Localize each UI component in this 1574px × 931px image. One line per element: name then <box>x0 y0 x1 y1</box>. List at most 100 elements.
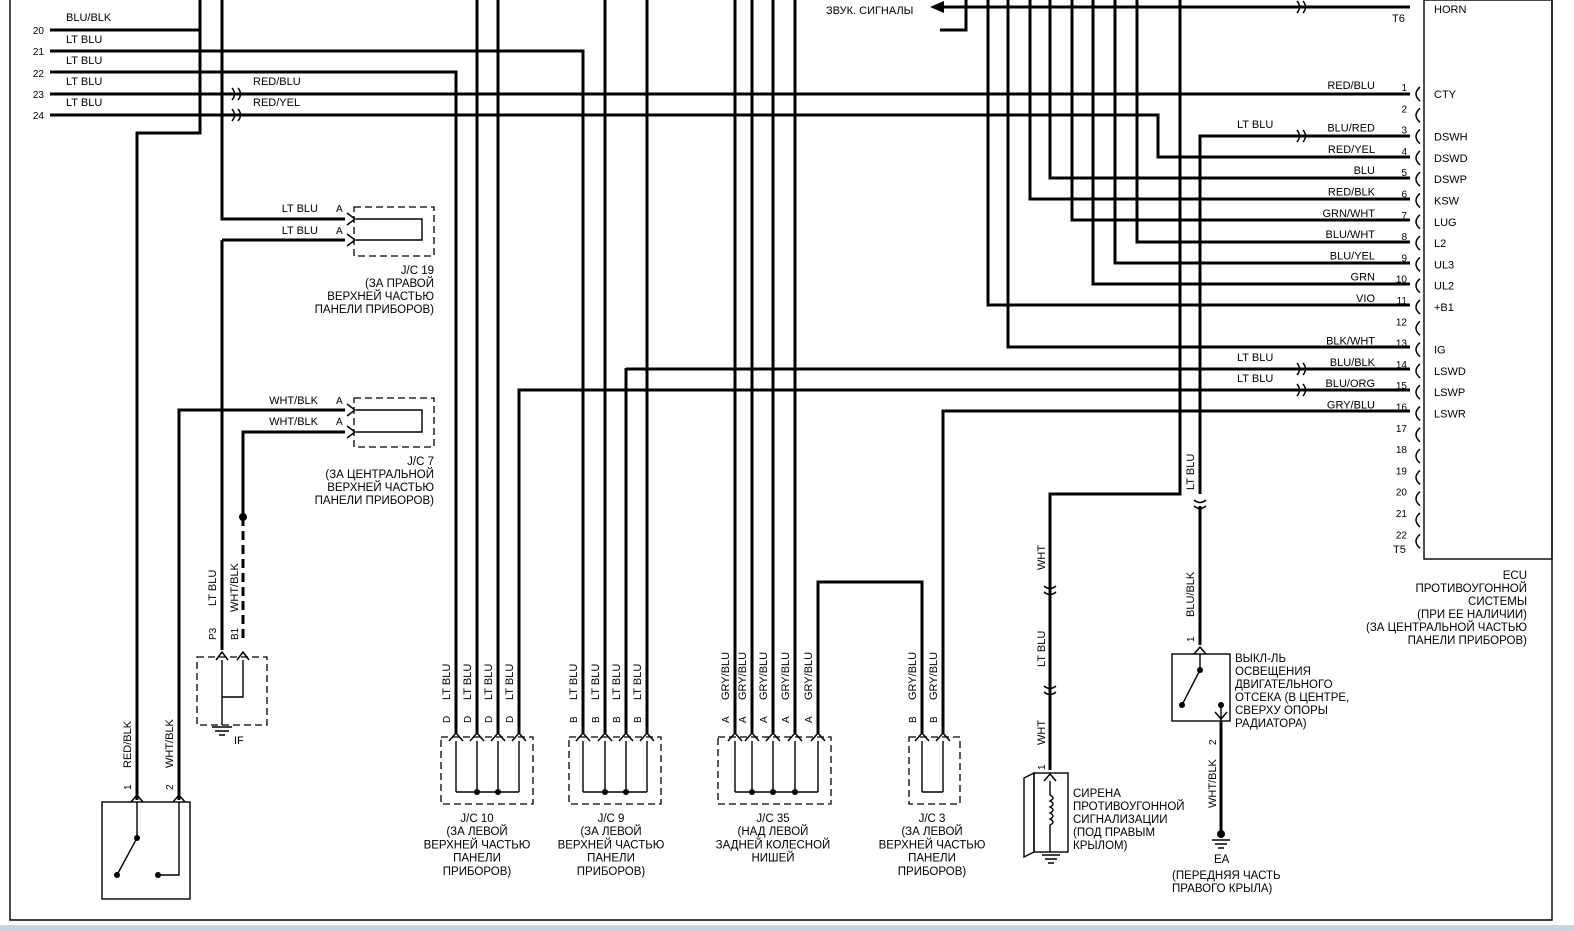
jc19-wire-2: LT BLU <box>282 225 318 237</box>
ecu-pin-connector-3 <box>1415 129 1421 145</box>
jc9-pin-2: B <box>591 716 602 723</box>
jc7-box <box>353 397 435 448</box>
jc10-caption-2: (ЗА ЛЕВОЙ <box>446 825 507 838</box>
ecu-pin-connector-2 <box>1415 107 1421 123</box>
jc19-pin-2: A <box>336 226 343 237</box>
jc19-box <box>353 206 435 257</box>
jc9-pin-3: B <box>612 716 623 723</box>
ecu-pin-16: 16 <box>1396 403 1408 414</box>
if-pin-2: B1 <box>230 627 241 640</box>
jc19: LT BLU LT BLU A A J/C 19 (ЗА ПРАВОЙ ВЕРХ… <box>220 203 435 590</box>
siren: WHT LT BLU WHT 1 СИРЕНА ПРОТИВОУГОННОЙ С… <box>1023 545 1185 864</box>
jc7-wire-lower <box>241 430 345 517</box>
bottom-bar <box>0 925 1574 931</box>
jc10-caption-1: J/C 10 <box>460 813 493 825</box>
siren-connector-icon <box>1043 772 1057 782</box>
wire-row-21 <box>50 49 585 733</box>
ecu-pin-11: 11 <box>1397 296 1408 307</box>
ecu-pin-13: 13 <box>1396 339 1408 350</box>
hood-contact-1 <box>1179 702 1185 708</box>
siren-wire-2: LT BLU <box>1036 631 1048 667</box>
if-internal <box>221 660 244 725</box>
jc19-caption-2: (ЗА ПРАВОЙ <box>365 277 434 290</box>
ecu-wire-7 <box>1070 0 1410 222</box>
if-box <box>196 656 268 726</box>
jc35-pin-2: A <box>738 716 749 723</box>
siren-horn-icon <box>1023 771 1035 859</box>
jc10-wire-4: LT BLU <box>504 664 516 700</box>
ecu-connector: T5 <box>1393 544 1406 556</box>
ecu-pin-10: 10 <box>1396 275 1408 286</box>
ecu-wire-14: BLU/BLK <box>1330 357 1376 369</box>
inline-connector-ecu-15 <box>1296 383 1307 397</box>
jc35-caption-4: НИШЕЙ <box>751 852 794 865</box>
jc9-wire-3: LT BLU <box>611 664 623 700</box>
ecu-pin-17: 17 <box>1396 424 1408 435</box>
ecu-terminal-16: LSWR <box>1434 409 1466 421</box>
jc10-connector-icon-2 <box>469 731 485 742</box>
jc7-wire-upper <box>177 408 345 800</box>
wire-row-22 <box>50 70 458 733</box>
ecu-terminal-5: DSWP <box>1434 174 1467 186</box>
if-ground-icon <box>212 726 232 736</box>
jc9-pin-1: B <box>569 716 580 723</box>
inline-connector-ecu-3 <box>1296 129 1307 143</box>
ecu-wire-7: GRN/WHT <box>1322 208 1375 220</box>
hood-switch-box <box>1171 653 1231 722</box>
if-pin-1: P3 <box>208 627 219 640</box>
left-pin-21: 21 <box>33 47 45 58</box>
ecu-wire-8: BLU/WHT <box>1326 229 1376 241</box>
jc7-caption-3: ВЕРХНЕЙ ЧАСТЬЮ <box>327 481 434 494</box>
jc10-wire-2: LT BLU <box>462 664 474 700</box>
frame <box>9 0 1553 921</box>
jc9-caption-3: ВЕРХНЕЙ ЧАСТЬЮ <box>558 838 665 851</box>
siren-caption-4: (ПОД ПРАВЫМ <box>1073 827 1155 839</box>
ecu-wire-horn-siren <box>1048 0 1182 770</box>
ecu-caption-4: (ПРИ ЕЕ НАЛИЧИИ) <box>1417 609 1527 621</box>
ecu-wire-15: BLU/ORG <box>1325 378 1375 390</box>
inline-connector-23 <box>231 87 242 101</box>
ecu-terminal-13: IG <box>1434 345 1446 357</box>
jc35-connector-icon-1 <box>727 731 743 742</box>
ecu-pin-connector-22 <box>1415 533 1421 549</box>
ecu-wire-13 <box>1006 0 1410 349</box>
jc7-caption-2: (ЗА ЦЕНТРАЛЬНОЙ <box>325 468 434 481</box>
ecu-pin-3: 3 <box>1401 126 1407 137</box>
jc3-box <box>908 736 961 805</box>
left-pin-20: 20 <box>33 26 45 37</box>
ecu-wire-5 <box>1048 0 1410 180</box>
ecu-wire-8 <box>1135 0 1410 244</box>
ecu-terminal-14: LSWD <box>1434 366 1466 378</box>
hood-caption-6: РАДИАТОРА) <box>1235 718 1307 730</box>
horn-inline-connector <box>1296 0 1307 14</box>
left-wire-22: LT BLU <box>66 55 102 67</box>
ecu-pin-5: 5 <box>1401 168 1407 179</box>
siren-wire-3: WHT <box>1036 720 1048 745</box>
ecu-wire-in-15: LT BLU <box>1237 373 1273 385</box>
ecu-caption-5: (ЗА ЦЕНТРАЛЬНОЙ ЧАСТЬЮ <box>1366 621 1527 634</box>
ecu-rows: 1RED/BLUCTY23BLU/REDDSWH4RED/YELDSWD5BLU… <box>1322 80 1468 549</box>
jc7-wire-2: WHT/BLK <box>269 416 319 428</box>
ecu-pin-connector-7 <box>1415 214 1421 230</box>
jc9-caption-5: ПРИБОРОВ) <box>577 866 646 878</box>
siren-inline-connector-1 <box>1043 585 1057 596</box>
if-wire-1: LT BLU <box>207 570 219 606</box>
ecu-wire-16: GRY/BLU <box>1327 400 1375 412</box>
jc3-caption-1: J/C 3 <box>919 813 946 825</box>
hood-caption-1: ВЫКЛ-ЛЬ <box>1235 653 1286 665</box>
ecu-wire-16 <box>941 409 1410 733</box>
jc35-box <box>717 736 832 805</box>
ecu-pin-20: 20 <box>1396 488 1408 499</box>
if-caption: IF <box>234 735 244 747</box>
jc9-caption-1: J/C 9 <box>598 813 625 825</box>
hood-pivot <box>1197 667 1203 673</box>
jc9-connector-icon-4 <box>639 731 655 742</box>
horn-section: ЗВУК. СИГНАЛЫ T6 HORN <box>826 0 1466 32</box>
jc7: WHT/BLK WHT/BLK A A J/C 7 (ЗА ЦЕНТРАЛЬНО… <box>177 395 435 800</box>
ecu-pin-connector-11 <box>1415 299 1421 315</box>
jc3-caption-5: ПРИБОРОВ) <box>898 866 967 878</box>
siren-ground-icon <box>1042 854 1060 864</box>
jc35-pin-3: A <box>759 716 770 723</box>
